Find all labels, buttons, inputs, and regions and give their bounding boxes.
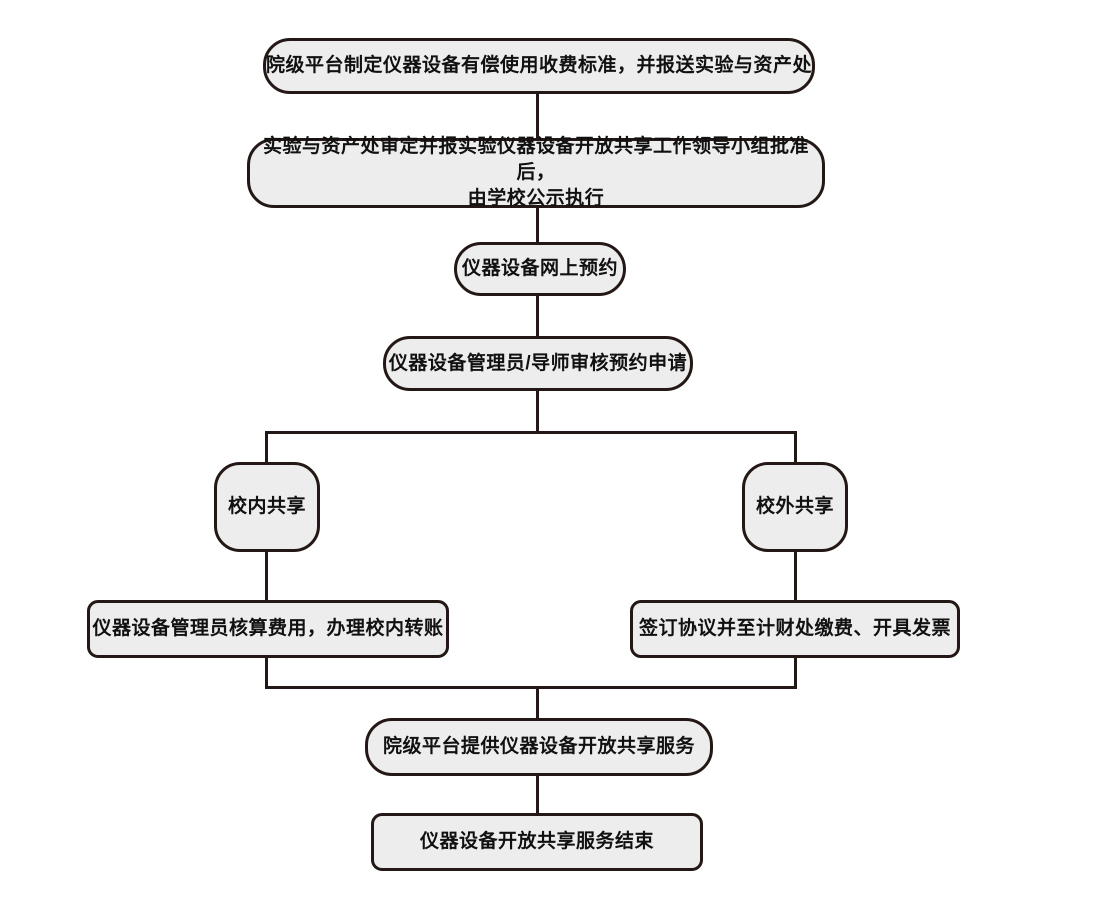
node-approval-publication-line1: 实验与资产处审定并报实验仪器设备开放共享工作领导小组批准后， bbox=[262, 136, 809, 183]
node-external-sharing: 校外共享 bbox=[742, 462, 848, 552]
connector-merge-bar bbox=[265, 686, 797, 689]
node-external-sharing-label: 校外共享 bbox=[755, 496, 834, 517]
node-approval-publication-line2: 由学校公示执行 bbox=[467, 188, 605, 209]
connector-branch-right bbox=[794, 431, 797, 464]
node-provide-service-label: 院级平台提供仪器设备开放共享服务 bbox=[382, 736, 695, 757]
connector-n5-n7 bbox=[265, 550, 268, 602]
connector-n8-merge bbox=[794, 656, 797, 689]
node-internal-transfer: 仪器设备管理员核算费用，办理校内转账 bbox=[87, 600, 449, 658]
node-provide-service: 院级平台提供仪器设备开放共享服务 bbox=[365, 718, 713, 776]
node-online-booking: 仪器设备网上预约 bbox=[454, 242, 626, 296]
node-external-payment: 签订协议并至计财处缴费、开具发票 bbox=[630, 600, 960, 658]
connector-n3-n4 bbox=[536, 294, 539, 338]
node-service-end: 仪器设备开放共享服务结束 bbox=[371, 813, 703, 871]
connector-branch-bar bbox=[265, 431, 797, 434]
connector-branch-left bbox=[265, 431, 268, 464]
node-set-fee-standard: 院级平台制定仪器设备有偿使用收费标准，并报送实验与资产处 bbox=[263, 38, 815, 94]
node-external-payment-label: 签订协议并至计财处缴费、开具发票 bbox=[638, 618, 951, 639]
node-approval-publication: 实验与资产处审定并报实验仪器设备开放共享工作领导小组批准后， 由学校公示执行 bbox=[247, 136, 825, 209]
node-internal-sharing: 校内共享 bbox=[214, 462, 320, 552]
node-set-fee-standard-label: 院级平台制定仪器设备有偿使用收费标准，并报送实验与资产处 bbox=[266, 55, 813, 76]
node-online-booking-label: 仪器设备网上预约 bbox=[461, 258, 618, 279]
connector-n4-branch bbox=[536, 389, 539, 434]
connector-merge-n9 bbox=[536, 686, 539, 718]
connector-n9-n10 bbox=[536, 774, 539, 813]
node-service-end-label: 仪器设备开放共享服务结束 bbox=[419, 831, 654, 852]
node-internal-transfer-label: 仪器设备管理员核算费用，办理校内转账 bbox=[92, 618, 444, 639]
connector-n2-n3 bbox=[536, 206, 539, 244]
node-internal-sharing-label: 校内共享 bbox=[227, 496, 306, 517]
node-review-application: 仪器设备管理员/导师审核预约申请 bbox=[383, 336, 693, 391]
node-review-application-label: 仪器设备管理员/导师审核预约申请 bbox=[388, 352, 688, 374]
connector-n7-merge bbox=[265, 656, 268, 689]
connector-n1-n2 bbox=[536, 92, 539, 140]
connector-n6-n8 bbox=[794, 550, 797, 602]
